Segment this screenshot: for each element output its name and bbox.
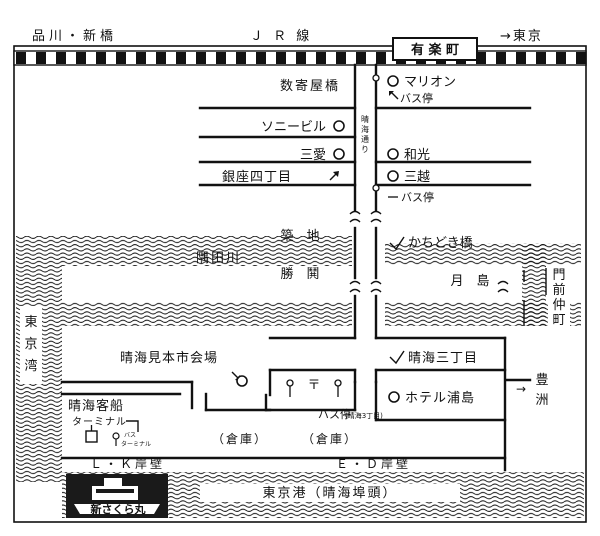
sony-building-landmark: ソニービル <box>261 120 345 135</box>
tsukiji-label: 築 地 <box>280 229 319 244</box>
harumi3-intersection: 晴海三丁目 <box>389 350 478 366</box>
toyosu-label: 豊洲 <box>535 373 548 408</box>
harumi-bus-stop-label: バス停 <box>318 407 351 421</box>
ship-illustration: 新さくら丸 <box>66 474 168 518</box>
marion-label: マリオン <box>404 75 456 90</box>
yurakucho-station-box <box>392 37 478 61</box>
tokyo-bay-label: 東京湾 <box>24 314 37 374</box>
bridge-symbols <box>349 210 509 293</box>
tsukiji-canal-water <box>62 302 352 326</box>
kachidoki-bridge-label: かちどき橋 <box>408 236 473 251</box>
harbor-label-bg <box>200 484 460 502</box>
cross-streets <box>60 106 532 472</box>
monzen-label: 門前仲町 <box>552 268 565 328</box>
harumi-bus-stop-icons <box>286 379 342 397</box>
sukiyabashi-label: 数寄屋橋 <box>280 78 340 94</box>
monzen-river-water <box>522 243 546 326</box>
rail-right-label: →東京 <box>500 28 543 44</box>
warehouse-2-label: （倉庫） <box>302 431 358 446</box>
kachidoki-bridge: かちどき橋 <box>389 236 473 251</box>
sony-building-label: ソニービル <box>261 120 326 135</box>
harbor-label: 東京港（晴海埠頭） <box>262 485 397 501</box>
sumida-river-water <box>62 236 352 266</box>
post-office-icon: 〒 <box>307 378 320 393</box>
bus-terminal-label-line2: ターミナル <box>121 440 151 448</box>
toyosu-direction: → 豊洲 <box>516 373 549 408</box>
svg-text:〒: 〒 <box>307 378 320 393</box>
marion-bus-stop: バス停 <box>389 91 433 105</box>
bus-terminal-icon <box>85 430 98 443</box>
hotel-urashima-landmark: ホテル浦島 <box>388 391 475 406</box>
harumi-bus-stop-note: (晴海3丁目) <box>345 411 383 420</box>
harumi3-label: 晴海三丁目 <box>408 351 478 366</box>
mitsukoshi-bus-stop: バス停 <box>372 184 434 204</box>
sanai-landmark: 三愛 <box>300 148 345 163</box>
sanai-label: 三愛 <box>300 148 326 163</box>
terminal-label-line2: ターミナル <box>72 416 127 428</box>
hotel-urashima-label: ホテル浦島 <box>405 391 475 406</box>
tsukishima-label: 月 島 <box>450 274 489 289</box>
passenger-terminal: 晴海客船 ターミナル <box>68 398 139 432</box>
harumi-dori-avenue <box>353 63 378 384</box>
ginza4-intersection: 銀座四丁目 <box>222 170 339 185</box>
bus-terminal: バス ターミナル <box>85 425 151 448</box>
ship-name: 新さくら丸 <box>91 502 147 516</box>
bay-label-bg <box>20 306 42 384</box>
wako-label: 和光 <box>404 148 430 163</box>
monzen-road <box>523 268 547 326</box>
terminal-label-line1: 晴海客船 <box>68 398 124 414</box>
sumida-river-label: 隅田川 <box>196 251 241 266</box>
ed-pier-label: Ｅ・Ｄ岸壁 <box>336 456 411 471</box>
mitsukoshi-bus-stop-label: バス停 <box>401 190 434 204</box>
yurakucho-station-label: 有 楽 町 <box>411 42 459 58</box>
svg-text:→: → <box>516 382 526 396</box>
wako-landmark: 和光 <box>387 148 430 163</box>
marion-bus-stop-label: バス停 <box>400 91 433 105</box>
trade-center-label: 晴海見本市会場 <box>120 350 218 366</box>
kachidoki-label: 勝 鬨 <box>280 267 319 282</box>
jr-railway <box>13 50 587 66</box>
lk-pier-label: Ｌ・Ｋ岸壁 <box>90 456 165 471</box>
map-frame <box>13 45 587 523</box>
rail-left-label: 品川・新橋 <box>32 28 117 44</box>
mitsukoshi-landmark: 三越 <box>387 170 430 185</box>
marion-landmark: マリオン <box>387 75 456 90</box>
ginza4-label: 銀座四丁目 <box>222 170 292 185</box>
warehouse-1-label: （倉庫） <box>212 431 268 446</box>
monzen-label-bg <box>548 266 570 328</box>
rail-jr-label: Ｊ Ｒ 線 <box>250 28 312 44</box>
bus-stop-icon <box>372 74 380 92</box>
trade-center-landmark: 晴海見本市会場 <box>120 350 248 387</box>
bus-terminal-label-line1: バス <box>124 432 136 439</box>
mitsukoshi-label: 三越 <box>404 170 430 185</box>
harumi-dori-label: 晴海通り <box>361 114 369 154</box>
